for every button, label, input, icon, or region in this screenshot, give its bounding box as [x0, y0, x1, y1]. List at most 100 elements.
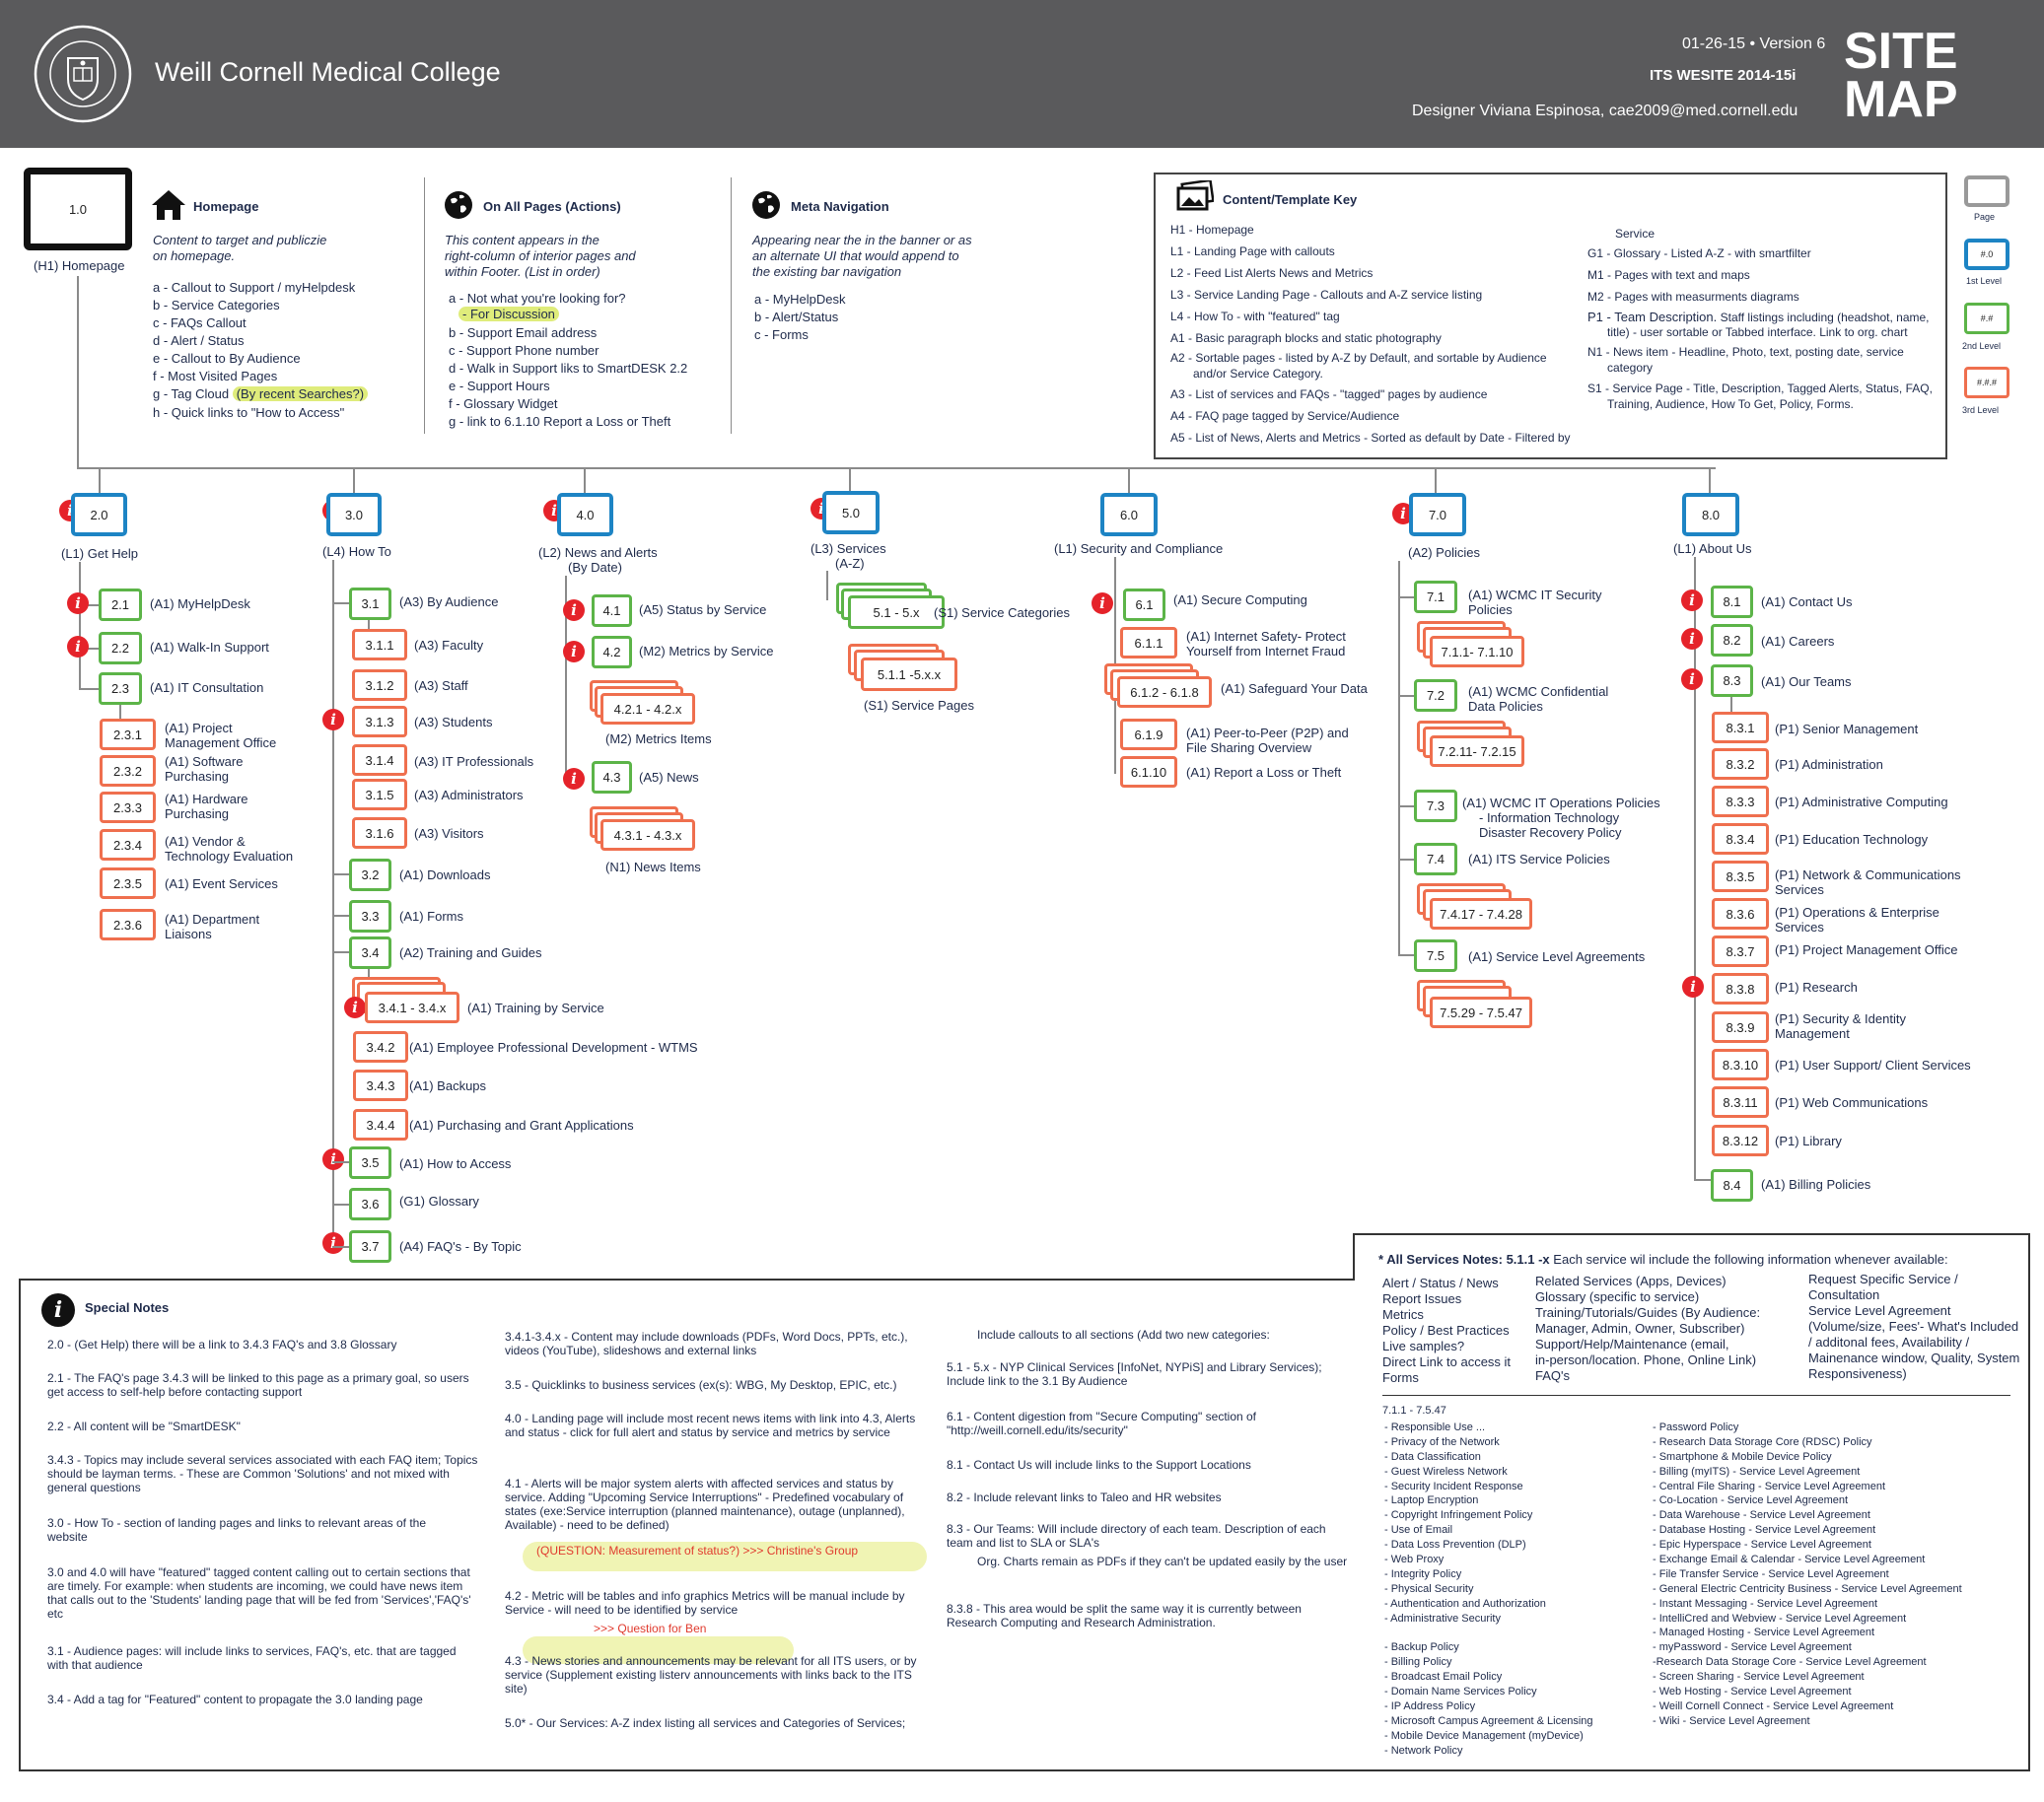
node-8-2[interactable]: 8.2: [1711, 624, 1753, 657]
node-3-5-label: (A1) How to Access: [399, 1156, 512, 1171]
homepage-node[interactable]: 1.0: [24, 168, 132, 250]
homepage-item-e: e - Callout to By Audience: [153, 351, 301, 366]
homepage-desc-1: Content to target and publiczie: [153, 233, 327, 247]
node-8-3-4[interactable]: 8.3.4: [1712, 823, 1769, 855]
node-6-1-2[interactable]: 6.1.2 - 6.1.8: [1117, 676, 1212, 708]
info-icon[interactable]: i: [563, 768, 585, 790]
node-6-1-1[interactable]: 6.1.1: [1120, 627, 1177, 658]
node-3-4-4[interactable]: 3.4.4: [353, 1109, 408, 1141]
info-icon[interactable]: i: [1681, 589, 1703, 611]
node-8-3-6[interactable]: 8.3.6: [1712, 898, 1769, 930]
all-pages-item-b: b - Support Email address: [449, 325, 598, 340]
node-7-3[interactable]: 7.3: [1414, 790, 1457, 822]
node-4-3-number: 4.3: [602, 770, 621, 785]
node-2-3-4[interactable]: 2.3.4: [100, 829, 156, 861]
node-4-3-1[interactable]: 4.3.1 - 4.3.x: [600, 819, 695, 851]
node-8-3-7[interactable]: 8.3.7: [1712, 936, 1769, 967]
node-8-3-3[interactable]: 8.3.3: [1712, 786, 1769, 817]
node-2-3-5-number: 2.3.5: [113, 875, 142, 891]
node-7-2-11[interactable]: 7.2.11- 7.2.15: [1430, 735, 1524, 767]
node-3-1-3[interactable]: 3.1.3: [352, 706, 407, 737]
node-2-2[interactable]: 2.2: [99, 632, 142, 664]
node-5-1-1[interactable]: 5.1.1 -5.x.x: [861, 658, 957, 691]
node-3-4-3[interactable]: 3.4.3: [353, 1070, 408, 1101]
node-4-2-1[interactable]: 4.2.1 - 4.2.x: [600, 693, 695, 725]
node-8-3-10[interactable]: 8.3.10: [1712, 1049, 1769, 1080]
node-8-4[interactable]: 8.4: [1711, 1169, 1753, 1202]
section-8-node[interactable]: 8.0: [1682, 493, 1739, 536]
node-6-1-1-label: (A1) Internet Safety- Protect: [1186, 629, 1346, 644]
node-6-1[interactable]: 6.1: [1123, 589, 1165, 621]
node-3-2[interactable]: 3.2: [349, 859, 391, 891]
node-2-3-1[interactable]: 2.3.1: [100, 719, 156, 750]
node-7-2[interactable]: 7.2: [1414, 679, 1457, 712]
node-3-4[interactable]: 3.4: [349, 936, 391, 969]
node-8-3-2-number: 8.3.2: [1726, 756, 1755, 772]
node-3-1-4[interactable]: 3.1.4: [352, 744, 407, 776]
node-3-1-6[interactable]: 3.1.6: [352, 817, 407, 849]
section-7-node[interactable]: 7.0: [1409, 493, 1466, 536]
node-3-1[interactable]: 3.1: [349, 588, 391, 620]
node-3-3[interactable]: 3.3: [349, 900, 391, 933]
info-icon[interactable]: i: [322, 1232, 344, 1254]
info-icon[interactable]: i: [67, 592, 89, 614]
node-6-1-9[interactable]: 6.1.9: [1120, 719, 1177, 750]
info-icon[interactable]: i: [1092, 592, 1113, 614]
node-8-3-2[interactable]: 8.3.2: [1712, 748, 1769, 780]
node-8-3-1[interactable]: 8.3.1: [1712, 712, 1769, 743]
node-3-1-5[interactable]: 3.1.5: [352, 779, 407, 810]
info-icon[interactable]: i: [1682, 976, 1704, 998]
node-2-3-2[interactable]: 2.3.2: [100, 755, 156, 787]
node-4-3[interactable]: 4.3: [592, 761, 632, 794]
info-icon[interactable]: i: [1681, 668, 1703, 690]
node-7-5-29[interactable]: 7.5.29 - 7.5.47: [1430, 997, 1532, 1028]
node-2-1[interactable]: 2.1: [99, 589, 142, 621]
node-8-3-8[interactable]: 8.3.8: [1712, 973, 1769, 1005]
info-icon[interactable]: i: [563, 599, 585, 621]
info-icon[interactable]: i: [322, 709, 344, 730]
info-icon[interactable]: i: [1392, 503, 1414, 524]
node-2-3-5[interactable]: 2.3.5: [100, 867, 156, 899]
node-3-4-2[interactable]: 3.4.2: [353, 1031, 408, 1063]
node-7-3-label-2: - Information Technology: [1479, 810, 1620, 825]
node-2-3[interactable]: 2.3: [99, 672, 142, 705]
node-3-4-1[interactable]: 3.4.1 - 3.4.x: [365, 992, 459, 1023]
node-3-6[interactable]: 3.6: [349, 1188, 391, 1220]
node-7-1[interactable]: 7.1: [1414, 581, 1457, 613]
node-8-1[interactable]: 8.1: [1711, 586, 1753, 618]
node-2-3-3[interactable]: 2.3.3: [100, 792, 156, 823]
svc-col1-4: Policy / Best Practices: [1382, 1323, 1510, 1338]
node-8-3-5[interactable]: 8.3.5: [1712, 861, 1769, 892]
node-8-3[interactable]: 8.3: [1711, 664, 1753, 697]
note-6-1: 6.1 - Content digestion from "Secure Com…: [947, 1410, 1257, 1437]
node-4-1[interactable]: 4.1: [592, 594, 632, 627]
section-6-node[interactable]: 6.0: [1100, 493, 1158, 536]
section-4-node[interactable]: 4.0: [557, 493, 613, 536]
node-5-1[interactable]: 5.1 - 5.x: [848, 595, 945, 629]
legend-level2-box: #.#: [1964, 303, 2009, 334]
info-icon[interactable]: i: [67, 636, 89, 658]
node-2-3-6[interactable]: 2.3.6: [100, 909, 156, 940]
info-icon[interactable]: i: [344, 997, 366, 1018]
info-icon[interactable]: i: [563, 641, 585, 662]
node-8-3-9[interactable]: 8.3.9: [1712, 1011, 1769, 1043]
node-3-4-1-label: (A1) Training by Service: [467, 1001, 604, 1015]
section-3-node[interactable]: 3.0: [326, 493, 382, 536]
node-8-3-12[interactable]: 8.3.12: [1712, 1125, 1769, 1156]
node-3-1-1[interactable]: 3.1.1: [352, 629, 407, 660]
header: Weill Cornell Medical College 01-26-15 •…: [0, 0, 2044, 148]
node-4-2[interactable]: 4.2: [592, 636, 632, 668]
node-8-3-11[interactable]: 8.3.11: [1712, 1086, 1769, 1118]
node-7-5[interactable]: 7.5: [1414, 939, 1457, 972]
info-icon[interactable]: i: [1681, 628, 1703, 650]
node-3-5[interactable]: 3.5: [349, 1146, 391, 1179]
node-3-1-2[interactable]: 3.1.2: [352, 669, 407, 701]
node-6-1-10[interactable]: 6.1.10: [1120, 756, 1177, 788]
node-3-7[interactable]: 3.7: [349, 1230, 391, 1263]
node-7-4[interactable]: 7.4: [1414, 843, 1457, 875]
section-2-node[interactable]: 2.0: [71, 493, 127, 536]
info-icon[interactable]: i: [322, 1148, 344, 1170]
node-7-4-17[interactable]: 7.4.17 - 7.4.28: [1430, 898, 1532, 930]
section-5-node[interactable]: 5.0: [822, 491, 880, 534]
node-7-1-1[interactable]: 7.1.1- 7.1.10: [1430, 636, 1524, 667]
